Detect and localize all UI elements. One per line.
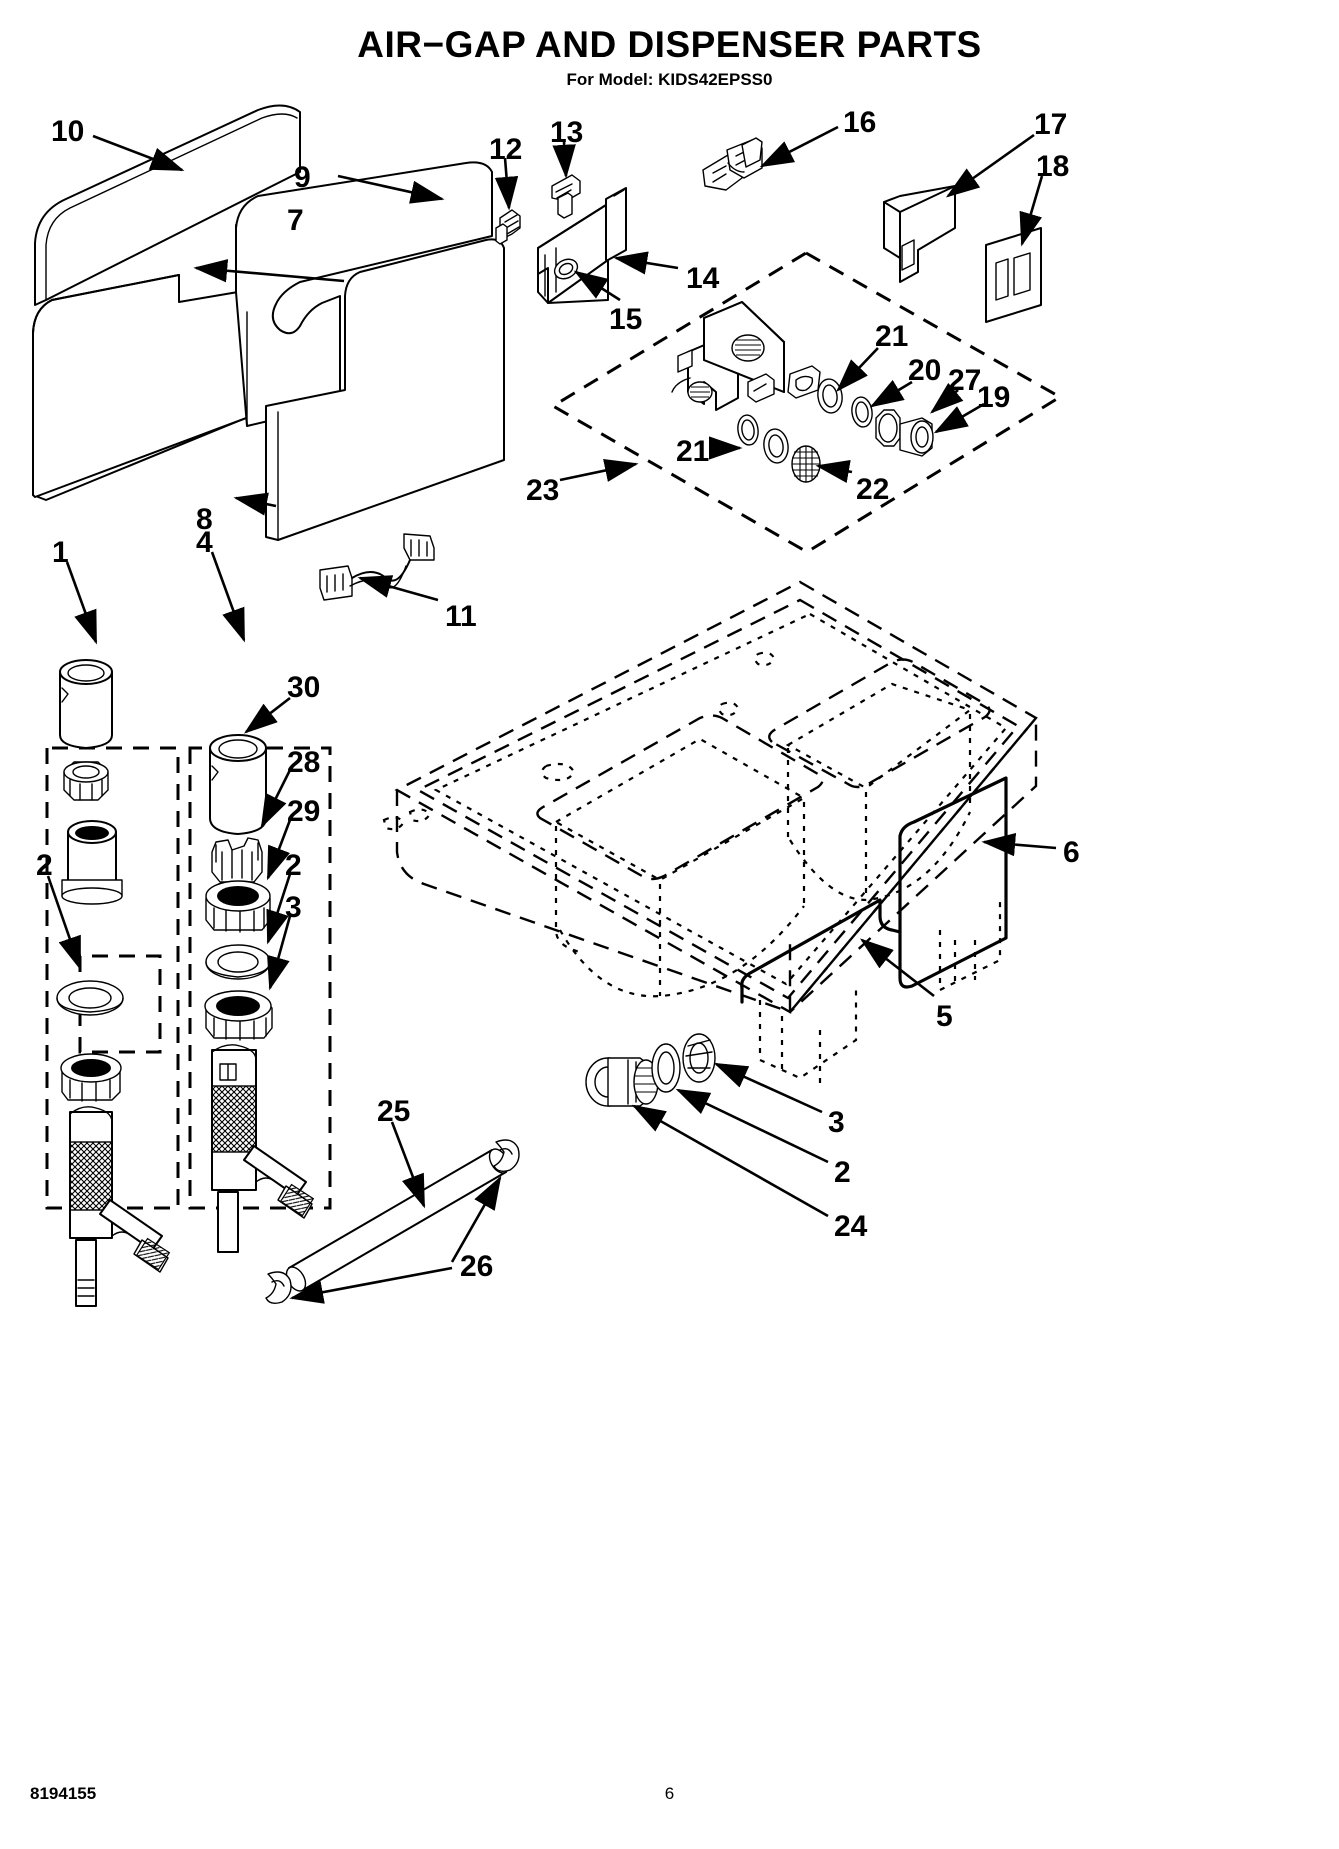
footer-page-number: 6 [664, 1784, 675, 1803]
callout-22: 22 [856, 473, 890, 506]
callout-25: 25 [377, 1095, 411, 1128]
assembly-box-23 [550, 251, 1063, 554]
part-16-clip [702, 137, 763, 191]
assembly-box-2-inner [78, 954, 162, 1054]
part-29-collar [205, 880, 271, 933]
part-9-rear-panel-right [235, 161, 493, 427]
part-dispenser-valve-assembly [671, 301, 934, 483]
callout-7: 7 [287, 204, 304, 237]
page-subtitle: For Model: KIDS42EPSS0 [566, 70, 773, 89]
callout-5: 5 [936, 1000, 953, 1033]
callout-17: 17 [1034, 108, 1068, 141]
callout-23: 23 [526, 474, 560, 507]
callout-11: 11 [445, 600, 477, 633]
callout-27: 27 [948, 364, 982, 397]
part-1-air-gap-cap [59, 659, 113, 749]
callout-29: 29 [287, 795, 321, 828]
part-24-drain-fitting [585, 1057, 659, 1107]
assembly-box-4 [188, 746, 332, 1210]
callout-1: 1 [52, 536, 69, 569]
part-11-wire-harness [319, 533, 435, 601]
callout-14: 14 [686, 262, 720, 295]
callout-9: 9 [294, 161, 311, 194]
callout-21-upper: 21 [875, 320, 909, 353]
part-3-locknut [60, 1053, 122, 1102]
part-13-screw [551, 174, 581, 219]
part-8-front-panel [265, 238, 505, 541]
page-title: AIR−GAP AND DISPENSER PARTS [357, 24, 982, 65]
part-1-body [61, 820, 123, 905]
callout-10: 10 [51, 115, 85, 148]
footer-part-number: 8194155 [30, 1784, 97, 1803]
part-5-sink-tub [382, 580, 1038, 1086]
part-3-locknut-b [204, 990, 273, 1041]
part-26-hose-clamp-lower [265, 1271, 292, 1305]
part-3-locknut-c [682, 1033, 716, 1083]
callout-15: 15 [609, 303, 643, 336]
callout-2-left: 2 [36, 849, 53, 882]
callout-6: 6 [1063, 836, 1080, 869]
callout-2-sink: 2 [834, 1156, 851, 1189]
part-6-side-panel [898, 776, 1008, 989]
leader-lines [46, 125, 1057, 1304]
callout-8: 8 [196, 503, 213, 536]
callout-2-right: 2 [285, 849, 302, 882]
callout-12: 12 [489, 133, 523, 166]
callout-3-sink: 3 [828, 1106, 845, 1139]
part-2-gasket-c [651, 1043, 681, 1093]
part-10-rear-panel [34, 104, 301, 306]
part-4-airgap-tube [211, 1044, 315, 1253]
callout-20: 20 [908, 354, 942, 387]
part-17-dispenser-cover [883, 185, 956, 283]
part-5-front-panel [740, 898, 902, 1004]
callout-18: 18 [1036, 150, 1070, 183]
callout-3-right: 3 [285, 891, 302, 924]
part-2-gasket-b [205, 944, 271, 980]
part-7-inner-panel [32, 221, 259, 501]
callout-21-lower: 21 [676, 435, 710, 468]
callout-19: 19 [977, 381, 1011, 414]
part-1-airgap-tube [69, 1106, 171, 1307]
part-2-gasket [56, 980, 124, 1016]
callout-4: 4 [196, 526, 213, 559]
callout-30: 30 [287, 671, 321, 704]
callout-28: 28 [287, 746, 321, 779]
part-18-dispenser-panel [985, 227, 1042, 323]
assembly-box-1 [45, 746, 180, 1210]
part-28-retainer [211, 837, 263, 883]
callout-26: 26 [460, 1250, 494, 1283]
callout-16: 16 [843, 106, 877, 139]
part-14-bracket [537, 187, 627, 304]
callout-13: 13 [550, 116, 584, 149]
part-1-nut [63, 761, 109, 801]
part-30-cap [209, 734, 267, 835]
part-12-screw [495, 209, 521, 245]
part-26-hose-clamp-upper [493, 1139, 520, 1173]
callout-24: 24 [834, 1210, 868, 1243]
